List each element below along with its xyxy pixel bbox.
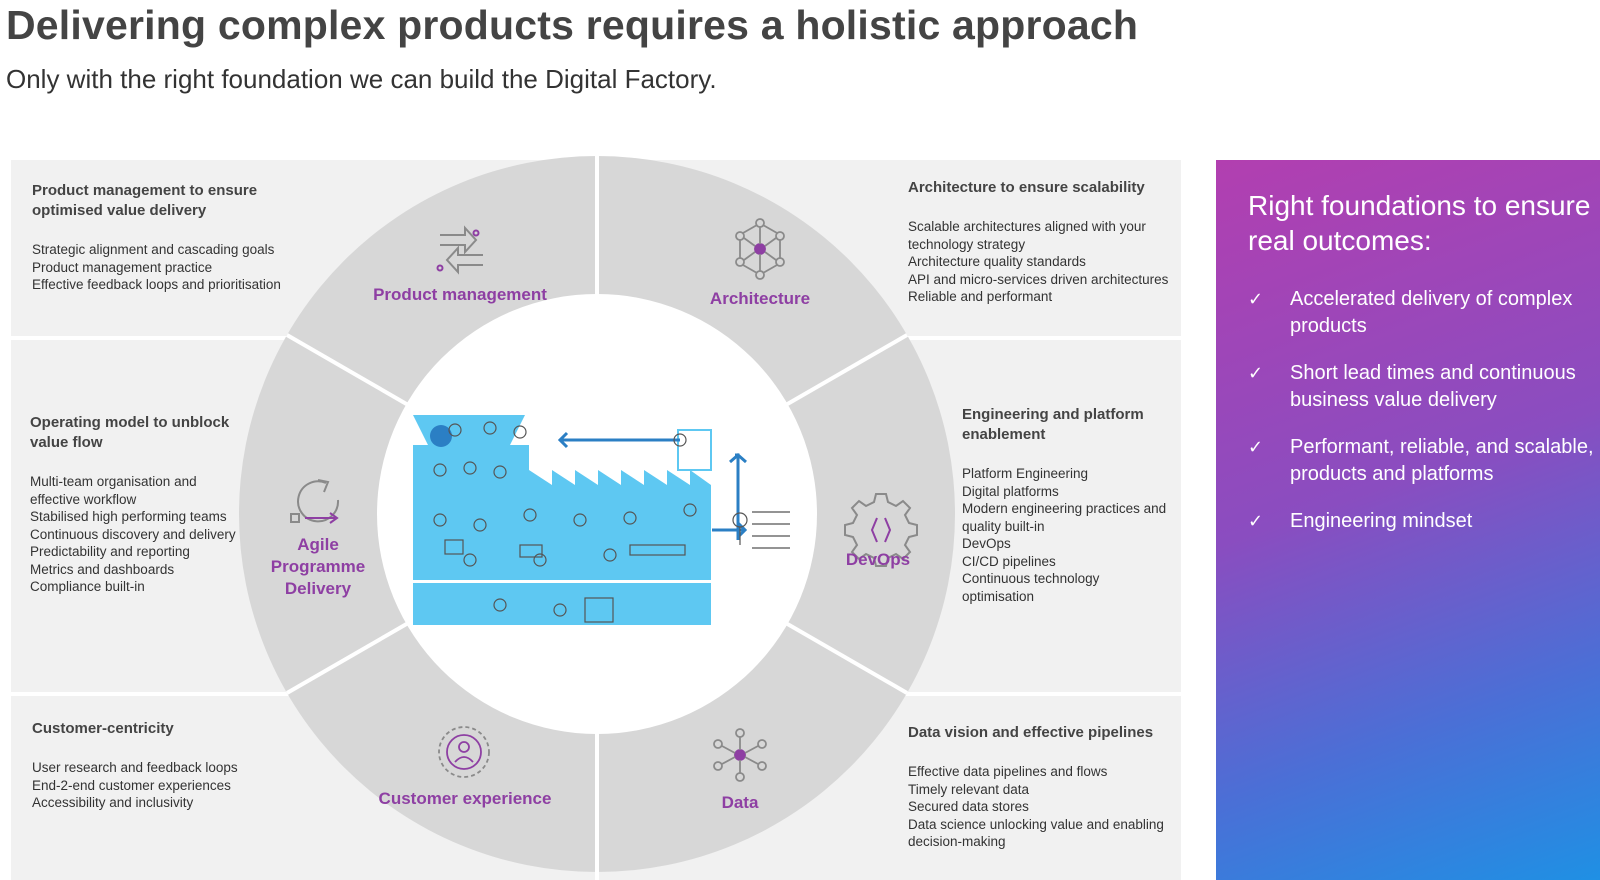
segment-label-data: Data [721, 793, 759, 812]
list-item: Architecture quality standards [908, 254, 1086, 269]
list-item: User research and feedback loops [32, 760, 238, 775]
segment-label-customer-experience: Customer experience [378, 789, 552, 808]
outcome-item: ✓ Performant, reliable, and scalable, pro… [1248, 434, 1598, 488]
outcome-item: ✓ Engineering mindset [1248, 508, 1598, 535]
list-item: Timely relevant data [908, 781, 1030, 797]
list-item: Modern engineering practices and quality… [962, 501, 1167, 534]
outcome-text: Accelerated delivery of complex products [1290, 288, 1573, 337]
segment-label-architecture: Architecture [709, 289, 811, 308]
block-heading: Product management to ensure optimised v… [32, 182, 258, 219]
outcome-text: Performant, reliable, and scalable, prod… [1290, 436, 1594, 485]
checkmark-icon: ✓ [1248, 289, 1264, 309]
list-item: Continuous discovery and delivery [30, 526, 236, 542]
list-item: Strategic alignment and cascading goals [32, 242, 275, 257]
digital-factory-illustration [413, 415, 790, 625]
list-item: Data science unlocking value and enablin… [908, 816, 1164, 850]
block-customer-centricity: Customer-centricity User research and fe… [32, 719, 272, 812]
list-item: Effective data pipelines and flows [908, 764, 1108, 779]
user-circle-icon [438, 726, 490, 778]
list-item: Metrics and dashboards [30, 561, 175, 577]
segment-label-agile: Agile Programme Delivery [270, 535, 366, 598]
list-item: Digital platforms [962, 483, 1059, 499]
list-item: Compliance built-in [30, 579, 145, 594]
outcomes-list: ✓ Accelerated delivery of complex product… [1248, 286, 1598, 555]
list-item: Stabilised high performing teams [30, 509, 227, 524]
outcome-item: ✓ Accelerated delivery of complex product… [1248, 286, 1598, 340]
block-product-management: Product management to ensure optimised v… [32, 181, 281, 294]
list-item: API and micro-services driven architectu… [908, 271, 1169, 287]
list-item: End-2-end customer experiences [32, 777, 231, 793]
arrows-exchange-icon [436, 225, 483, 275]
data-hub-icon [713, 728, 767, 782]
checkmark-icon: ✓ [1248, 363, 1264, 383]
list-item: Accessibility and inclusivity [32, 795, 194, 810]
block-engineering: Engineering and platform enablement Plat… [962, 405, 1172, 605]
block-heading: Operating model to unblock value flow [30, 414, 230, 451]
list-item: DevOps [962, 536, 1011, 551]
block-data: Data vision and effective pipelines Effe… [908, 723, 1178, 851]
list-item: Effective feedback loops and prioritisat… [32, 277, 281, 292]
list-item: Scalable architectures aligned with your… [908, 219, 1146, 252]
block-heading: Architecture to ensure scalability [908, 179, 1145, 196]
segment-label-devops: DevOps [845, 550, 911, 569]
list-item: Platform Engineering [962, 466, 1089, 481]
list-item: Predictability and reporting [30, 544, 190, 559]
outcome-text: Short lead times and continuous business… [1290, 362, 1576, 411]
outcomes-panel: Right foundations to ensure real outcome… [1216, 160, 1600, 880]
outcome-text: Engineering mindset [1290, 510, 1473, 532]
block-architecture: Architecture to ensure scalability Scala… [908, 178, 1168, 306]
outcomes-title: Right foundations to ensure real outcome… [1248, 190, 1591, 256]
list-item: CI/CD pipelines [962, 553, 1056, 569]
list-item: Multi-team organisation and effective wo… [30, 474, 197, 507]
block-heading: Data vision and effective pipelines [908, 724, 1154, 741]
cycle-arrow-icon [290, 479, 340, 524]
page-subtitle: Only with the right foundation we can bu… [6, 64, 717, 94]
page-title: Delivering complex products requires a h… [6, 2, 1139, 48]
block-heading: Engineering and platform enablement [962, 406, 1144, 443]
list-item: Secured data stores [908, 799, 1029, 814]
block-operating-model: Operating model to unblock value flow Mu… [30, 413, 250, 596]
checkmark-icon: ✓ [1248, 511, 1264, 531]
list-item: Reliable and performant [908, 289, 1053, 304]
checkmark-icon: ✓ [1248, 437, 1264, 457]
block-heading: Customer-centricity [32, 720, 174, 737]
network-hexagon-icon [735, 218, 785, 280]
list-item: Product management practice [32, 259, 213, 275]
list-item: Continuous technology optimisation [962, 571, 1100, 604]
gear-code-icon [844, 493, 918, 567]
outcome-item: ✓ Short lead times and continuous busines… [1248, 360, 1598, 414]
segment-label-product-management: Product management [373, 285, 547, 304]
